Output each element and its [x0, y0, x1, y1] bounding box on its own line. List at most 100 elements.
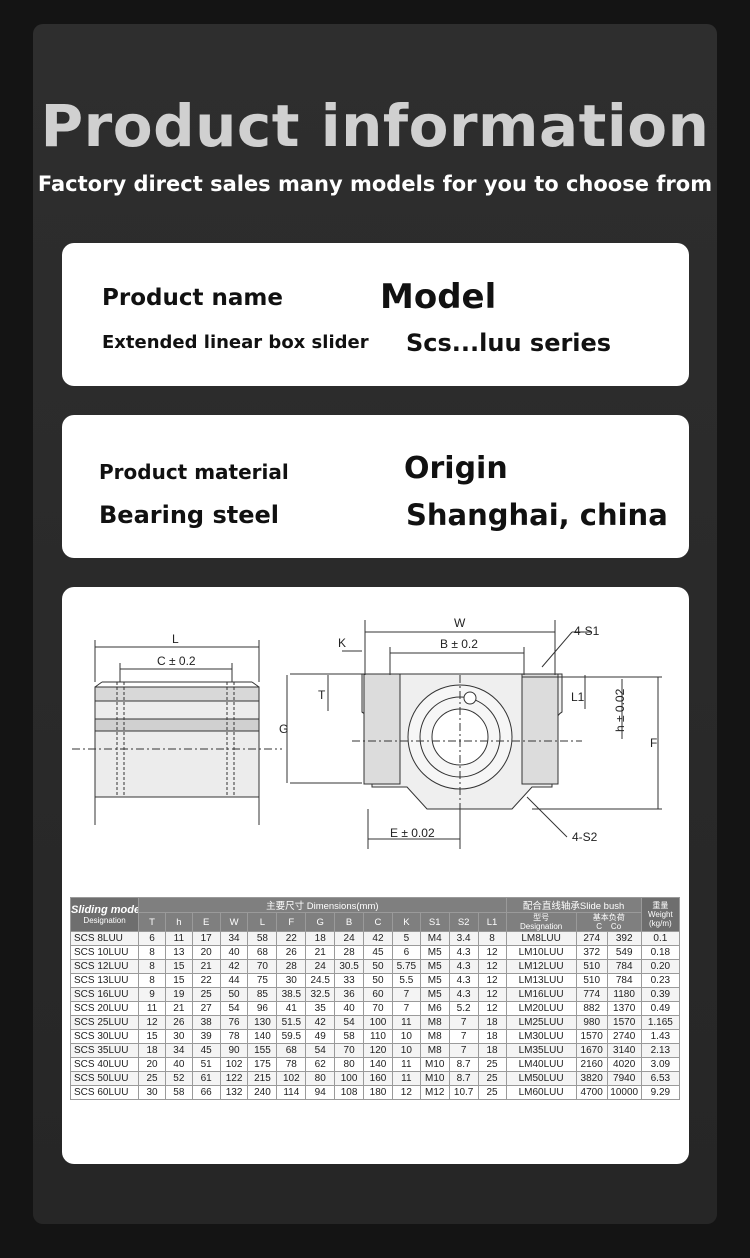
table-cell: 96 — [247, 1001, 278, 1016]
col-S2: S2 — [448, 912, 479, 932]
table-cell: 49 — [305, 1029, 336, 1044]
table-cell: 35 — [305, 1001, 336, 1016]
table-cell: 36 — [334, 987, 365, 1002]
table-cell: 78 — [219, 1029, 249, 1044]
table-cell: 68 — [276, 1043, 307, 1058]
table-cell: 4.3 — [448, 959, 479, 974]
table-cell: 3.4 — [448, 931, 479, 946]
table-cell: LM30LUU — [505, 1029, 577, 1044]
table-cell: LM60LUU — [505, 1085, 577, 1100]
col-T: T — [138, 912, 166, 932]
table-cell: 70 — [334, 1043, 365, 1058]
table-cell: 2740 — [606, 1029, 642, 1044]
col-F: F — [276, 912, 307, 932]
table-cell: 8 — [477, 931, 507, 946]
model-cell: SCS 20LUU — [69, 1001, 140, 1016]
table-cell: 11 — [391, 1057, 421, 1072]
weight-header: 重量 Weight (kg/m) — [640, 897, 681, 932]
dim-G: G — [279, 722, 288, 736]
table-cell: 510 — [575, 959, 608, 974]
table-cell: 38 — [191, 1015, 221, 1030]
table-cell: 102 — [219, 1057, 249, 1072]
table-cell: 5.5 — [391, 973, 421, 988]
dim-E: E ± 0.02 — [390, 826, 435, 840]
table-cell: 12 — [391, 1085, 421, 1100]
table-cell: 9 — [138, 987, 166, 1002]
bush-header: 配合直线轴承Slide bush — [505, 897, 642, 913]
table-cell: 1.43 — [640, 1029, 681, 1044]
table-cell: 102 — [276, 1071, 307, 1086]
model-cell: SCS 50LUU — [69, 1071, 140, 1086]
table-cell: 17 — [191, 931, 221, 946]
table-cell: 12 — [477, 973, 507, 988]
table-cell: 114 — [276, 1085, 307, 1100]
model-cell: SCS 12LUU — [69, 959, 140, 974]
table-cell: 54 — [305, 1043, 336, 1058]
table-cell: LM25LUU — [505, 1015, 577, 1030]
table-cell: 5 — [391, 931, 421, 946]
table-cell: 22 — [276, 931, 307, 946]
spec-card: L C ± 0.2 — [62, 587, 689, 1164]
table-cell: 132 — [219, 1085, 249, 1100]
table-cell: 108 — [334, 1085, 365, 1100]
table-cell: 18 — [477, 1029, 507, 1044]
table-cell: 70 — [363, 1001, 393, 1016]
table-cell: 122 — [219, 1071, 249, 1086]
table-cell: 100 — [363, 1015, 393, 1030]
table-cell: M4 — [419, 931, 450, 946]
table-cell: 8.7 — [448, 1071, 479, 1086]
table-cell: M6 — [419, 1001, 450, 1016]
table-cell: 70 — [247, 959, 278, 974]
table-cell: 0.20 — [640, 959, 681, 974]
table-cell: 549 — [606, 945, 642, 960]
table-cell: 11 — [391, 1071, 421, 1086]
table-cell: 274 — [575, 931, 608, 946]
table-cell: 13 — [164, 945, 193, 960]
table-cell: 34 — [164, 1043, 193, 1058]
table-cell: 8 — [138, 959, 166, 974]
col-S1: S1 — [419, 912, 450, 932]
table-cell: 1670 — [575, 1043, 608, 1058]
product-name-card: Product name Extended linear box slider … — [62, 243, 689, 386]
table-cell: 40 — [164, 1057, 193, 1072]
table-cell: 58 — [164, 1085, 193, 1100]
table-cell: 90 — [219, 1043, 249, 1058]
table-cell: LM10LUU — [505, 945, 577, 960]
table-cell: 41 — [276, 1001, 307, 1016]
col-C: C — [363, 912, 393, 932]
table-cell: 240 — [247, 1085, 278, 1100]
table-cell: 28 — [334, 945, 365, 960]
dim-T: T — [318, 688, 326, 702]
table-cell: 1370 — [606, 1001, 642, 1016]
table-cell: 12 — [477, 987, 507, 1002]
table-cell: 27 — [191, 1001, 221, 1016]
table-cell: 51.5 — [276, 1015, 307, 1030]
table-cell: 8.7 — [448, 1057, 479, 1072]
table-cell: 28 — [276, 959, 307, 974]
model-cell: SCS 13LUU — [69, 973, 140, 988]
table-cell: M10 — [419, 1071, 450, 1086]
load-header: 基本负荷 C Co — [575, 912, 642, 932]
spec-table: Sliding model Designation 主要尺寸 Dimension… — [69, 897, 681, 1100]
table-cell: 7 — [448, 1043, 479, 1058]
material-card: Product material Bearing steel Origin Sh… — [62, 415, 689, 558]
table-cell: 10 — [391, 1029, 421, 1044]
table-cell: 42 — [305, 1015, 336, 1030]
table-cell: 76 — [219, 1015, 249, 1030]
dim-W: W — [454, 616, 466, 630]
table-cell: 10 — [391, 1043, 421, 1058]
table-cell: 24 — [305, 959, 336, 974]
table-cell: 4700 — [575, 1085, 608, 1100]
col-K: K — [391, 912, 421, 932]
table-cell: 25 — [477, 1085, 507, 1100]
model-cell: SCS 8LUU — [69, 931, 140, 946]
table-cell: 7 — [448, 1029, 479, 1044]
table-cell: 0.18 — [640, 945, 681, 960]
table-cell: 160 — [363, 1071, 393, 1086]
col-E: E — [191, 912, 221, 932]
table-cell: 61 — [191, 1071, 221, 1086]
table-cell: LM16LUU — [505, 987, 577, 1002]
